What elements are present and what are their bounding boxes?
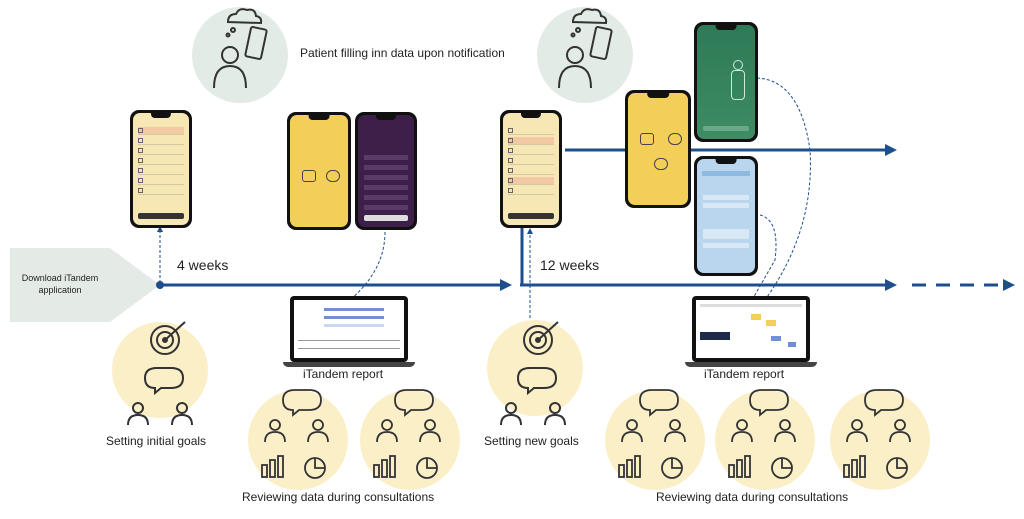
connector-phones-to-report [349,231,386,301]
timeline-4-weeks-arrowhead [500,279,512,291]
phone-body-map-green [694,22,758,142]
report-laptop-1-base [283,362,415,367]
download-label: Download iTandem application [21,273,99,295]
report-laptop-1 [290,296,408,362]
patient-circle-left [192,7,288,103]
new-goals-label: Setting new goals [484,434,579,448]
goals-icon-right [500,321,566,426]
phone-log-blue [694,156,758,276]
review-icon-5 [843,389,911,479]
phone-home-yellow [287,112,351,230]
phone-home-yellow-2 [625,90,691,208]
review-circle-2 [360,390,460,490]
phone-mood-purple [355,112,417,230]
report-laptop-2 [692,296,810,362]
review-icon-3 [618,389,686,479]
review-circle-4 [715,390,815,490]
phone-followup-survey [500,110,562,228]
patient-circle-right [537,7,633,103]
review-icon-1 [261,389,329,479]
phone-initial-survey [130,110,192,228]
download-chevron [10,248,160,322]
patient-caption: Patient filling inn data upon notificati… [300,46,505,60]
initial-goals-label: Setting initial goals [106,434,207,448]
report-label-2: iTandem report [704,367,785,381]
timeline-start-dot [156,281,164,289]
connector-blue-phone-to-report [751,214,777,301]
period-12-weeks: 12 weeks [540,257,600,273]
timeline-end-arrowhead [1003,279,1015,291]
patient-icon-right [558,8,613,89]
review-circle-3 [605,390,705,490]
period-4-weeks: 4 weeks [177,257,229,273]
reviewing-label-1: Reviewing data during consultations [242,490,435,504]
goals-icon-left [127,321,193,426]
connector-green-phone-to-report [756,77,811,301]
timeline-12-weeks-arrowhead [885,279,897,291]
review-circle-1 [248,390,348,490]
report-label-1: iTandem report [303,367,384,381]
patient-icon-left [213,8,268,89]
review-circle-5 [830,390,930,490]
review-icon-4 [728,389,796,479]
report-laptop-2-base [685,362,817,367]
reviewing-label-2: Reviewing data during consultations [656,490,849,504]
branch-upper-arrowhead [885,144,897,156]
review-icon-2 [373,389,441,479]
goals-circle-left [112,322,208,418]
